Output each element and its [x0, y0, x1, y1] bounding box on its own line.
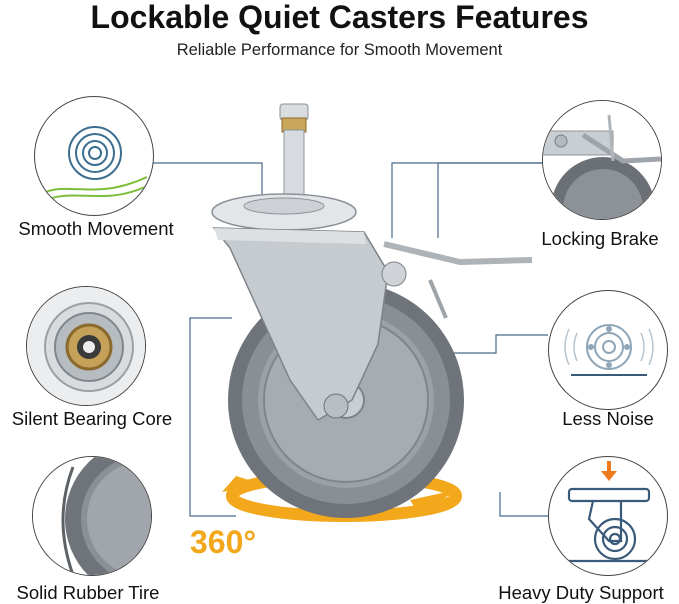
smooth-movement-circle — [34, 96, 154, 216]
silent-bearing-core-circle — [26, 286, 146, 406]
rotation-label: 360° — [190, 524, 257, 560]
page-subtitle: Reliable Performance for Smooth Movement — [176, 41, 503, 59]
silent-bearing-core-label: Silent Bearing Core — [11, 408, 173, 429]
less-noise-circle — [548, 290, 668, 410]
rubber-tire-closeup-icon — [33, 457, 151, 575]
locking-brake-circle — [542, 100, 662, 220]
page-title: Lockable Quiet Casters Features — [90, 0, 589, 35]
heavy-duty-support-label: Heavy Duty Support — [498, 582, 664, 603]
locking-brake-label: Locking Brake — [541, 228, 659, 249]
heavy-duty-support-circle — [548, 456, 668, 576]
load-arrow-caster-icon — [567, 461, 653, 563]
concentric-circles-waves-icon — [42, 126, 150, 202]
smooth-movement-label: Smooth Movement — [18, 218, 174, 239]
solid-rubber-tire-label: Solid Rubber Tire — [16, 582, 160, 603]
brake-pedal-closeup-icon — [543, 101, 661, 219]
solid-rubber-tire-circle — [32, 456, 152, 576]
quiet-bearing-icon — [564, 324, 654, 376]
ball-bearing-icon — [27, 287, 145, 405]
less-noise-label: Less Noise — [562, 408, 654, 429]
